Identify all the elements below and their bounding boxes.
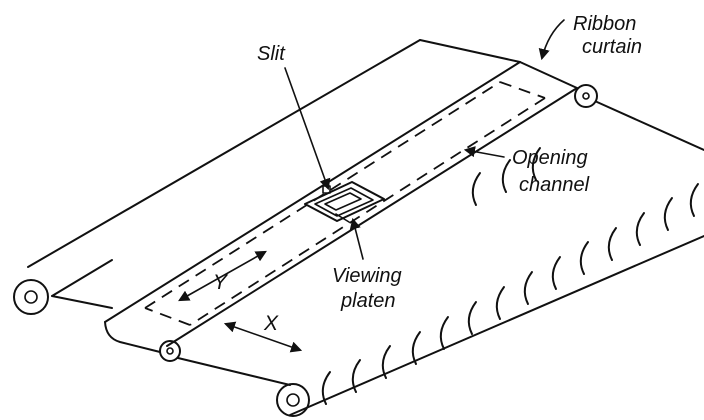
x-axis-label: X — [263, 312, 279, 335]
viewing-platen-label-line1: Viewing — [332, 265, 402, 287]
lower-belt — [177, 101, 704, 416]
y-axis-arrow — [178, 250, 267, 302]
ribbon-curtain-label-line1: Ribbon — [573, 13, 636, 35]
opening-channel-label-line1: Opening — [512, 147, 588, 169]
x-axis-arrow — [223, 321, 303, 353]
opening-channel-label-line2: channel — [519, 174, 590, 196]
right-top-roller — [574, 84, 598, 108]
viewing-platen — [304, 181, 385, 223]
leader-lines — [284, 19, 565, 260]
viewing-platen-label-line2: platen — [340, 290, 396, 312]
ribbon-curtain-label-line2: curtain — [582, 36, 642, 58]
front-roller — [276, 383, 310, 417]
opening-channel-outline — [144, 81, 546, 326]
middle-roller — [159, 340, 181, 362]
ribbon-curtain-band — [104, 61, 578, 353]
left-roller — [13, 279, 49, 315]
y-axis-label: Y — [213, 271, 229, 294]
back-belt — [27, 39, 521, 309]
slit-label: Slit — [257, 43, 286, 65]
